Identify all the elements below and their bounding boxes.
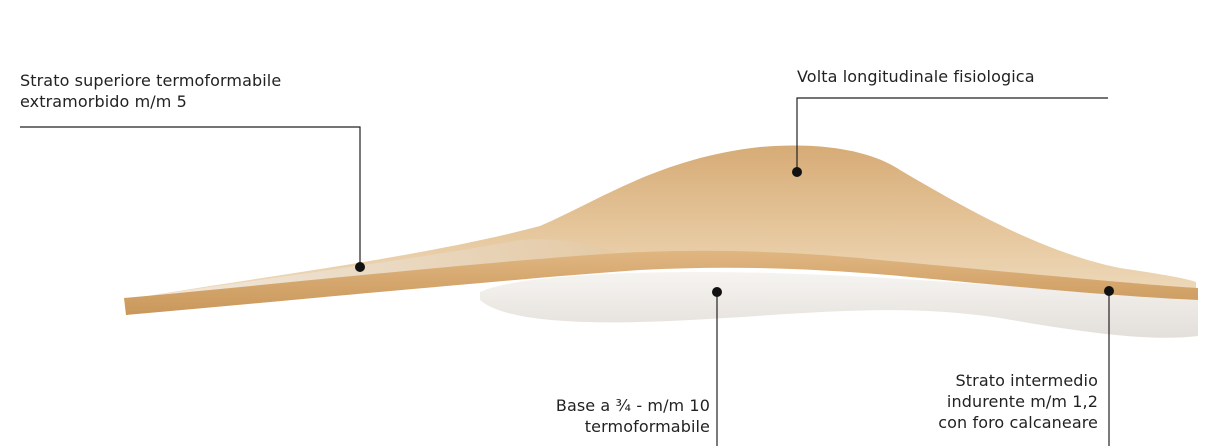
callout-top-layer: Strato superiore termoformabile extramor… [20,70,281,112]
marker-base [712,287,722,297]
callout-middle-layer: Strato intermedio indurente m/m 1,2 con … [938,370,1098,433]
callout-arch: Volta longitudinale fisiologica [797,66,1035,87]
marker-middle [1104,286,1114,296]
marker-arch [792,167,802,177]
leader-line-top-layer [20,127,360,267]
callout-base: Base a ¾ - m/m 10 termoformabile [556,395,710,437]
marker-top-layer [355,262,365,272]
